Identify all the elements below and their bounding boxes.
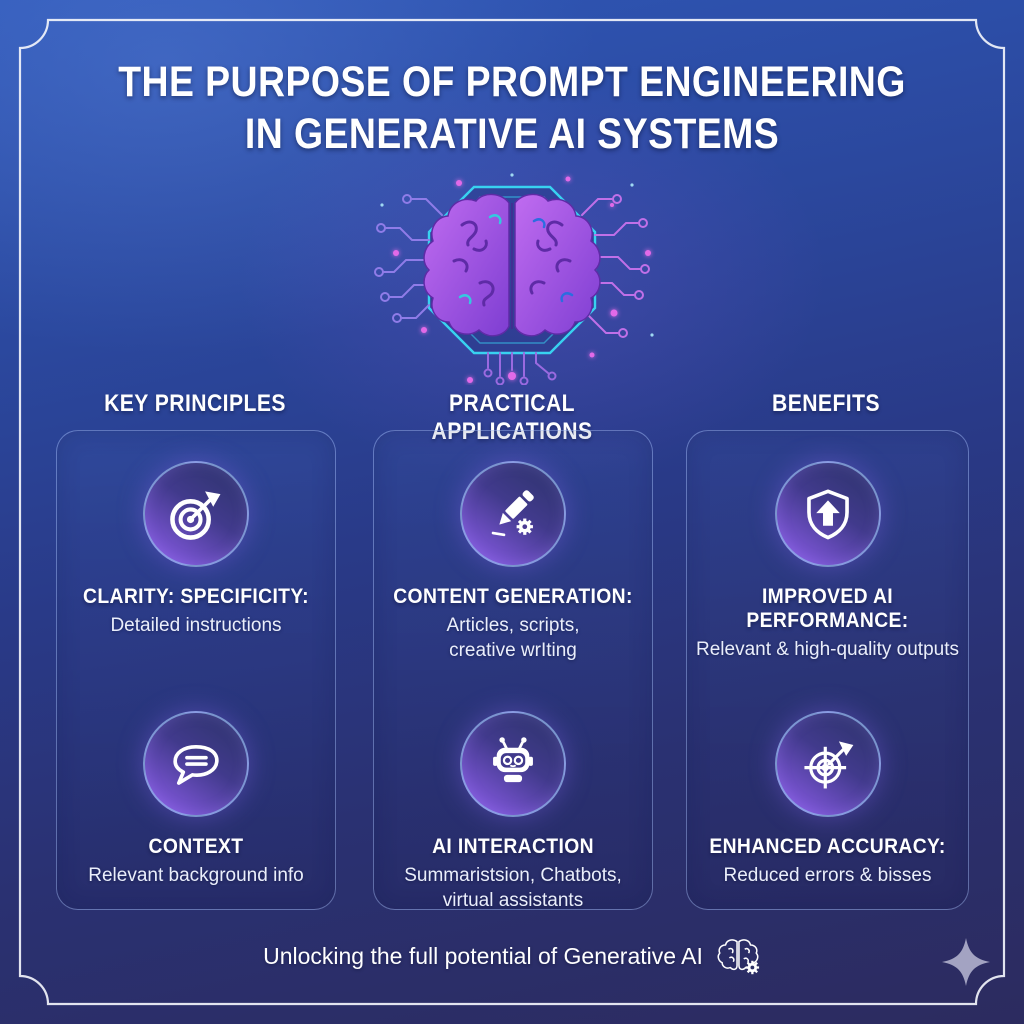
item-subtitle: Relevant & high-quality outputs	[696, 639, 959, 660]
brain-chip-icon	[374, 173, 654, 385]
card-benefits: IMPROVED AI PERFORMANCE: Relevant & high…	[686, 430, 969, 910]
item-title: CONTEXT	[148, 835, 244, 858]
crosshair-dart-icon	[774, 711, 881, 817]
list-item: AI INTERACTION Summaristsion, Chatbots, …	[374, 711, 652, 913]
list-item: IMPROVED AI PERFORMANCE: Relevant & high…	[687, 461, 968, 663]
item-title: CONTENT GENERATION:	[393, 585, 633, 608]
column-header-key-principles: KEY PRINCIPLES	[104, 390, 286, 417]
item-title: ENHANCED ACCURACY:	[709, 835, 946, 858]
speech-bubble-icon	[143, 711, 249, 817]
item-subtitle: Detailed instructions	[110, 615, 282, 636]
card-practical-applications: CONTENT GENERATION: Articles, scripts, c…	[373, 430, 653, 913]
item-title: CLARITY: SPECIFICITY:	[83, 585, 309, 608]
card-key-principles: CLARITY: SPECIFICITY: Detailed instructi…	[56, 430, 336, 910]
item-subtitle: Articles, scripts, creative wrIting	[446, 615, 580, 661]
footer: Unlocking the full potential of Generati…	[0, 936, 1024, 976]
sparkle-icon	[942, 938, 990, 986]
item-title: IMPROVED AI PERFORMANCE:	[746, 585, 909, 632]
item-subtitle: Relevant background info	[88, 865, 304, 886]
target-arrow-icon	[143, 461, 249, 567]
item-title: AI INTERACTION	[432, 835, 594, 858]
list-item: CLARITY: SPECIFICITY: Detailed instructi…	[57, 461, 335, 639]
column-header-practical-applications: PRACTICAL APPLICATIONS	[432, 390, 593, 445]
shield-up-arrow-icon	[774, 461, 881, 567]
list-item: CONTEXT Relevant background info	[57, 711, 335, 889]
item-subtitle: Summaristsion, Chatbots, virtual assista…	[404, 865, 622, 911]
brain-gear-icon	[717, 939, 759, 975]
list-item: ENHANCED ACCURACY: Reduced errors & biss…	[687, 711, 968, 889]
item-subtitle: Reduced errors & bisses	[723, 865, 932, 886]
pen-gear-icon	[460, 461, 566, 567]
robot-icon	[460, 711, 566, 817]
footer-text: Unlocking the full potential of Generati…	[263, 942, 703, 969]
column-header-benefits: BENEFITS	[772, 390, 880, 417]
title-line-2: IN GENERATIVE AI SYSTEMS	[244, 110, 780, 159]
list-item: CONTENT GENERATION: Articles, scripts, c…	[374, 461, 652, 663]
page-title: THE PURPOSE OF PROMPT ENGINEERING IN GEN…	[0, 56, 1024, 161]
title-line-1: THE PURPOSE OF PROMPT ENGINEERING	[118, 58, 906, 106]
